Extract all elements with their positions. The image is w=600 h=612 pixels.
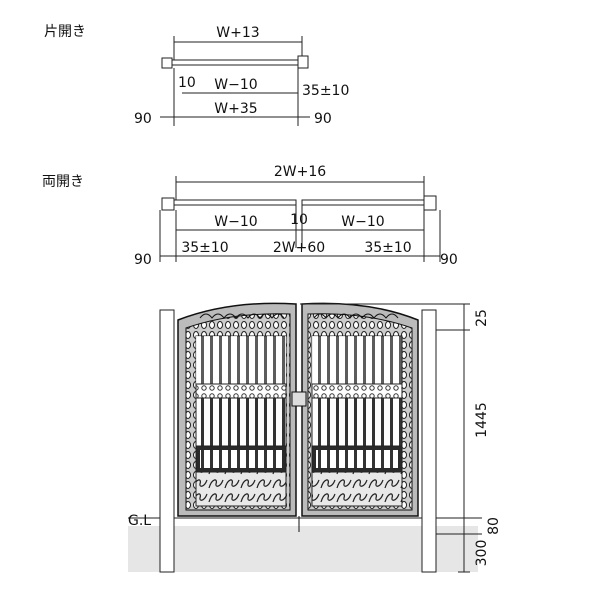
double-post-left-dim: 90 [134,252,152,268]
double-clearance-right-dim: 35±10 [364,240,411,256]
gate-latch [291,391,307,407]
double-right-post [423,195,437,211]
double-center-gap-dim: 10 [290,212,308,228]
double-swing-title: 両開き [42,174,84,190]
single-swing-title: 片開き [44,24,86,40]
single-overall-dim: W+13 [216,25,259,41]
double-clearance-left-dim: 35±10 [181,240,228,256]
gate-height-dim: 1445 [474,402,490,438]
single-post-span-dim: W+35 [214,101,257,117]
single-post-left-dim: 90 [134,111,152,127]
single-leaf-dim: W−10 [214,77,257,93]
single-gap-dim: 10 [178,75,196,91]
foundation-depth-dim: 300 [474,540,490,567]
single-leaf [171,59,303,66]
ground-clearance-dim: 80 [486,517,502,535]
double-right-leaf-dim: W−10 [341,214,384,230]
single-right-post [297,55,309,69]
single-swing-plan: W+13 10 W−10 35±10 W+35 90 90 [134,25,349,127]
single-post-right-dim: 90 [314,111,332,127]
right-gate-leaf [301,302,419,517]
left-gate-leaf [177,302,297,517]
left-gate-post [159,309,175,573]
double-left-leaf [173,199,297,206]
gate-elevation: G.L [128,302,502,573]
double-left-leaf-dim: W−10 [214,214,257,230]
ground-level-label: G.L [128,513,151,529]
double-left-post [161,197,175,211]
double-swing-plan: 2W+16 W−10 10 W−10 35±10 2W+60 35±10 90 … [134,164,458,268]
double-post-right-dim: 90 [440,252,458,268]
single-left-post [161,57,173,69]
right-gate-post [421,309,437,573]
double-right-leaf [301,199,425,206]
arch-height-dim: 25 [474,309,490,327]
double-post-span-dim: 2W+60 [273,240,325,256]
single-clearance-dim: 35±10 [302,83,349,99]
double-overall-dim: 2W+16 [274,164,326,180]
ground-fill [128,526,478,572]
